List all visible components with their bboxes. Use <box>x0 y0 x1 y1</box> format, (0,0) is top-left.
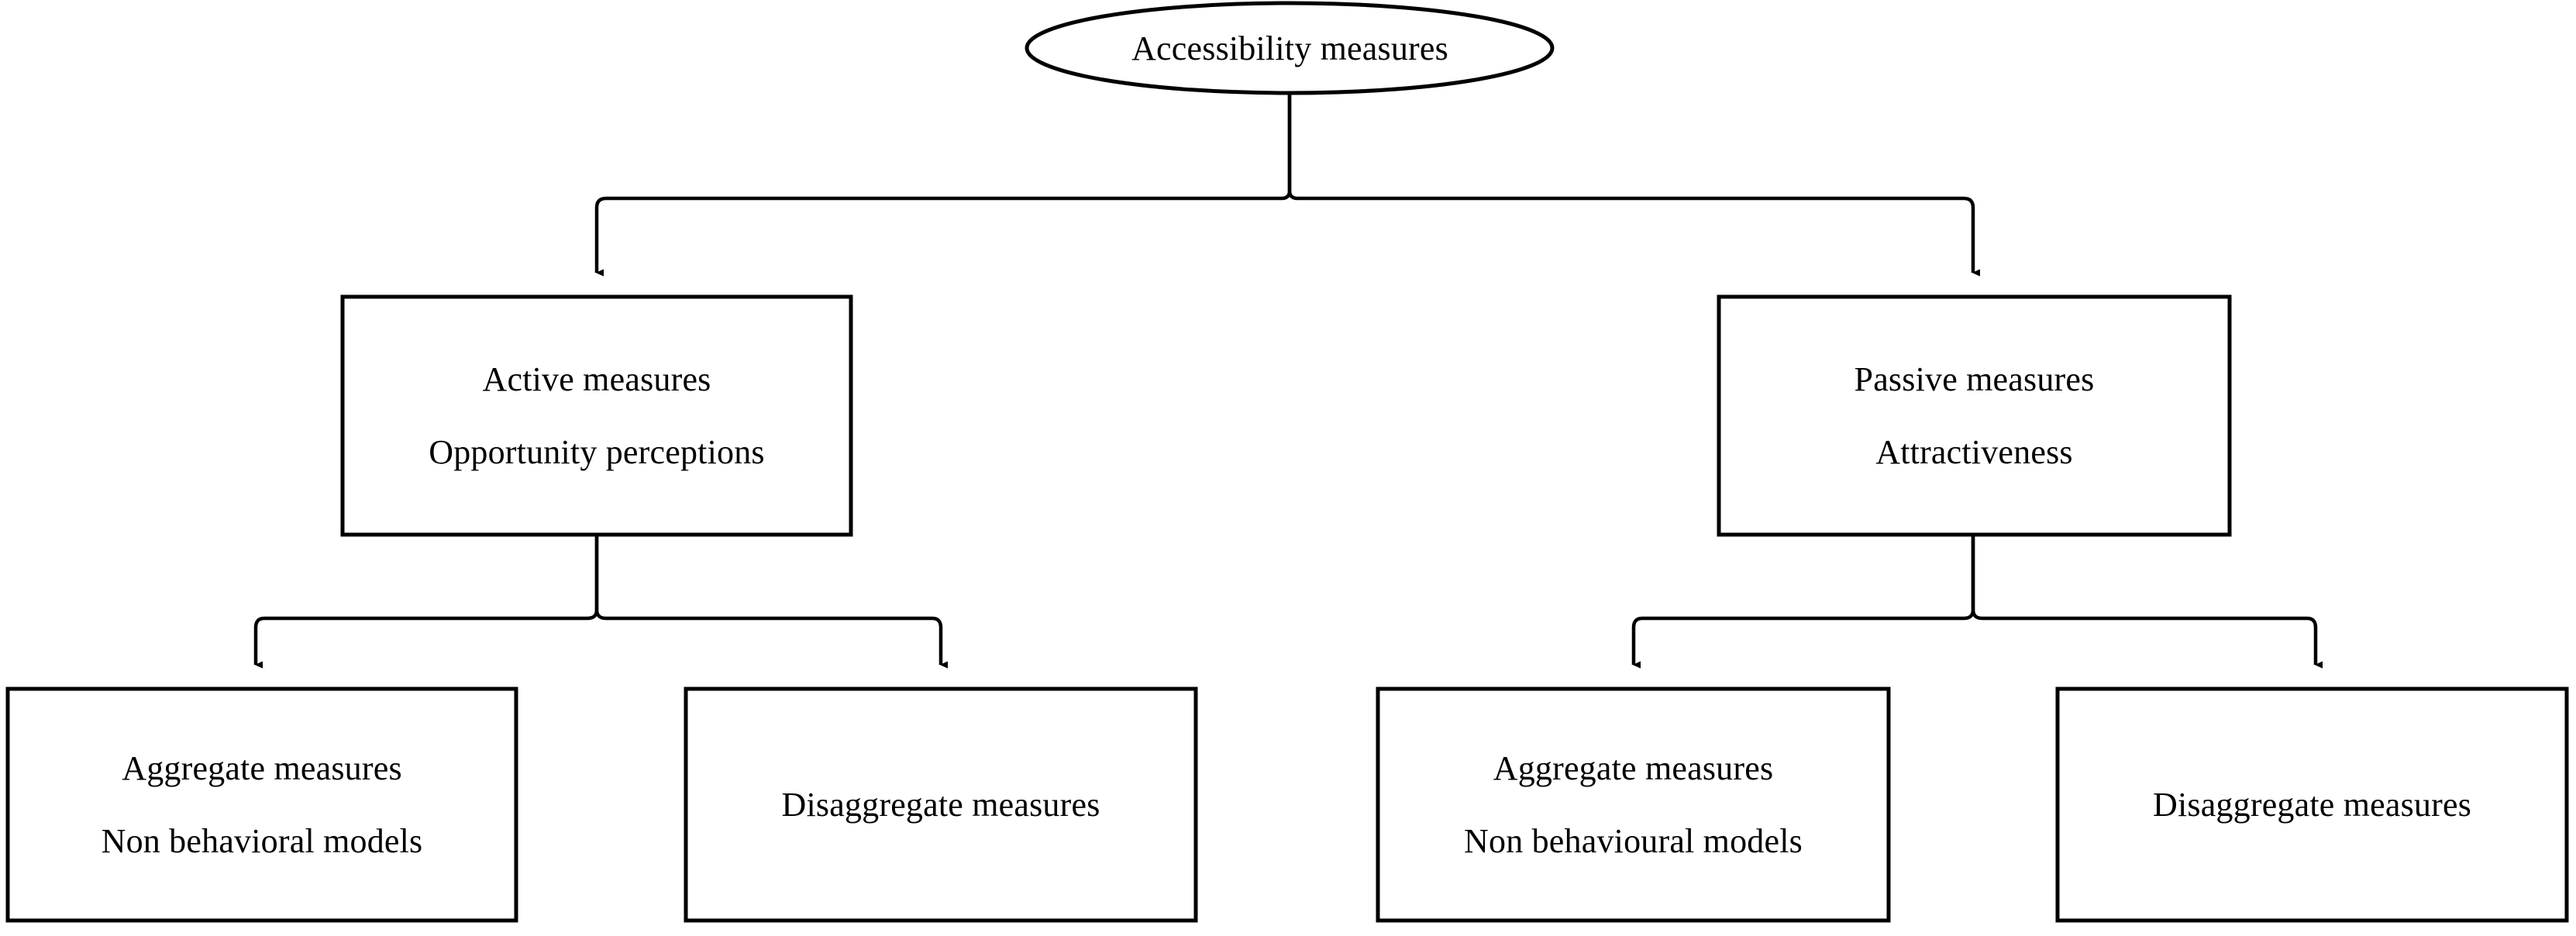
leaf-box-aggregate-passive[interactable] <box>1376 687 1891 923</box>
connector-root-to-passive <box>1287 94 1981 277</box>
leaf-box-disaggregate-passive[interactable] <box>2055 687 2569 923</box>
branch-box-active-measures[interactable] <box>340 294 853 537</box>
connector-active-to-disaggregate <box>594 535 949 669</box>
connector-root-to-active <box>594 94 1292 277</box>
connector-passive-to-aggregate <box>1631 535 1975 669</box>
root-node-ellipse[interactable] <box>1025 1 1555 95</box>
connector-active-to-aggregate <box>253 535 599 669</box>
leaf-box-aggregate-active[interactable] <box>5 687 518 923</box>
connector-passive-to-disaggregate <box>1971 535 2323 669</box>
branch-box-passive-measures[interactable] <box>1717 294 2232 537</box>
leaf-box-disaggregate-active[interactable] <box>684 687 1198 923</box>
